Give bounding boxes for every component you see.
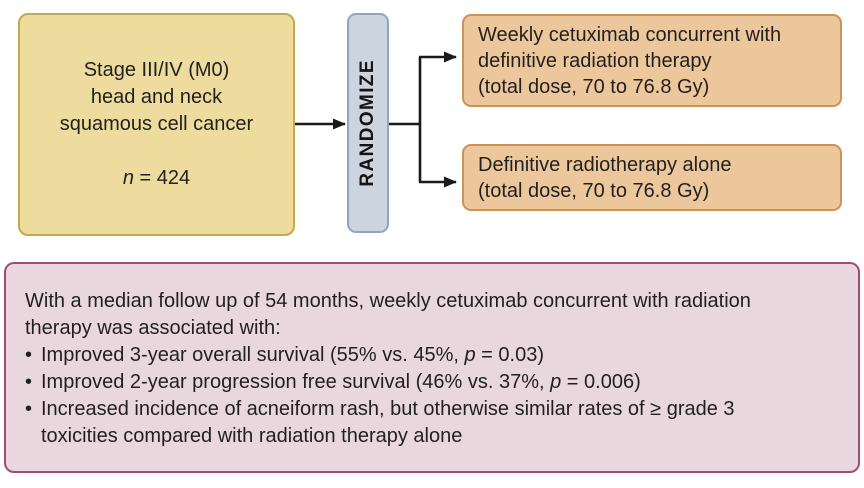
bullet-text: Increased incidence of acneiform rash, b…: [41, 396, 842, 450]
population-n-count: n = 424: [123, 165, 190, 192]
branch-connector: [389, 57, 422, 182]
results-intro-line-2: therapy was associated with:: [25, 317, 281, 339]
bullet-icon: •: [25, 398, 33, 420]
n-value: = 424: [133, 167, 191, 189]
randomize-label: RANDOMIZE: [357, 59, 378, 187]
bullet-line: Improved 3-year overall survival (55% vs…: [41, 344, 545, 366]
arm1-line-1: Weekly cetuximab concurrent with: [478, 23, 782, 46]
bullet-line: Improved 2-year progression free surviva…: [41, 371, 641, 393]
bullet-line: Increased incidence of acneiform rash, b…: [41, 398, 735, 420]
population-box: Stage III/IV (M0) head and neck squamous…: [18, 13, 295, 236]
arm1-line-3: (total dose, 70 to 76.8 Gy): [478, 75, 710, 98]
p-value-symbol: p: [550, 371, 562, 393]
bullet-icon: •: [25, 344, 33, 366]
bullet-line-2: toxicities compared with radiation thera…: [41, 425, 463, 447]
arm1-line-2: definitive radiation therapy: [478, 49, 712, 72]
bullet-text: Improved 2-year progression free surviva…: [41, 369, 842, 396]
population-line-2: head and neck: [90, 86, 223, 108]
arm2-line-2: (total dose, 70 to 76.8 Gy): [478, 179, 710, 202]
p-value-symbol: p: [464, 344, 476, 366]
results-bullet-toxicity: • Increased incidence of acneiform rash,…: [25, 396, 842, 450]
results-bullet-progression-free-survival: • Improved 2-year progression free survi…: [25, 369, 842, 396]
population-line-3: squamous cell cancer: [59, 113, 254, 135]
population-line-1: Stage III/IV (M0): [83, 59, 230, 81]
randomize-box: RANDOMIZE: [347, 13, 389, 233]
results-box: With a median follow up of 54 months, we…: [4, 262, 860, 473]
arm-box-cetuximab-rt: Weekly cetuximab concurrent with definit…: [462, 14, 842, 107]
bullet-icon: •: [25, 371, 33, 393]
arm2-line-1: Definitive radiotherapy alone: [478, 153, 732, 176]
results-bullet-overall-survival: • Improved 3-year overall survival (55% …: [25, 342, 842, 369]
n-symbol: n: [122, 167, 134, 189]
arm-box-rt-alone: Definitive radiotherapy alone (total dos…: [462, 144, 842, 211]
results-intro-line-1: With a median follow up of 54 months, we…: [25, 290, 751, 312]
bullet-text: Improved 3-year overall survival (55% vs…: [41, 342, 842, 369]
